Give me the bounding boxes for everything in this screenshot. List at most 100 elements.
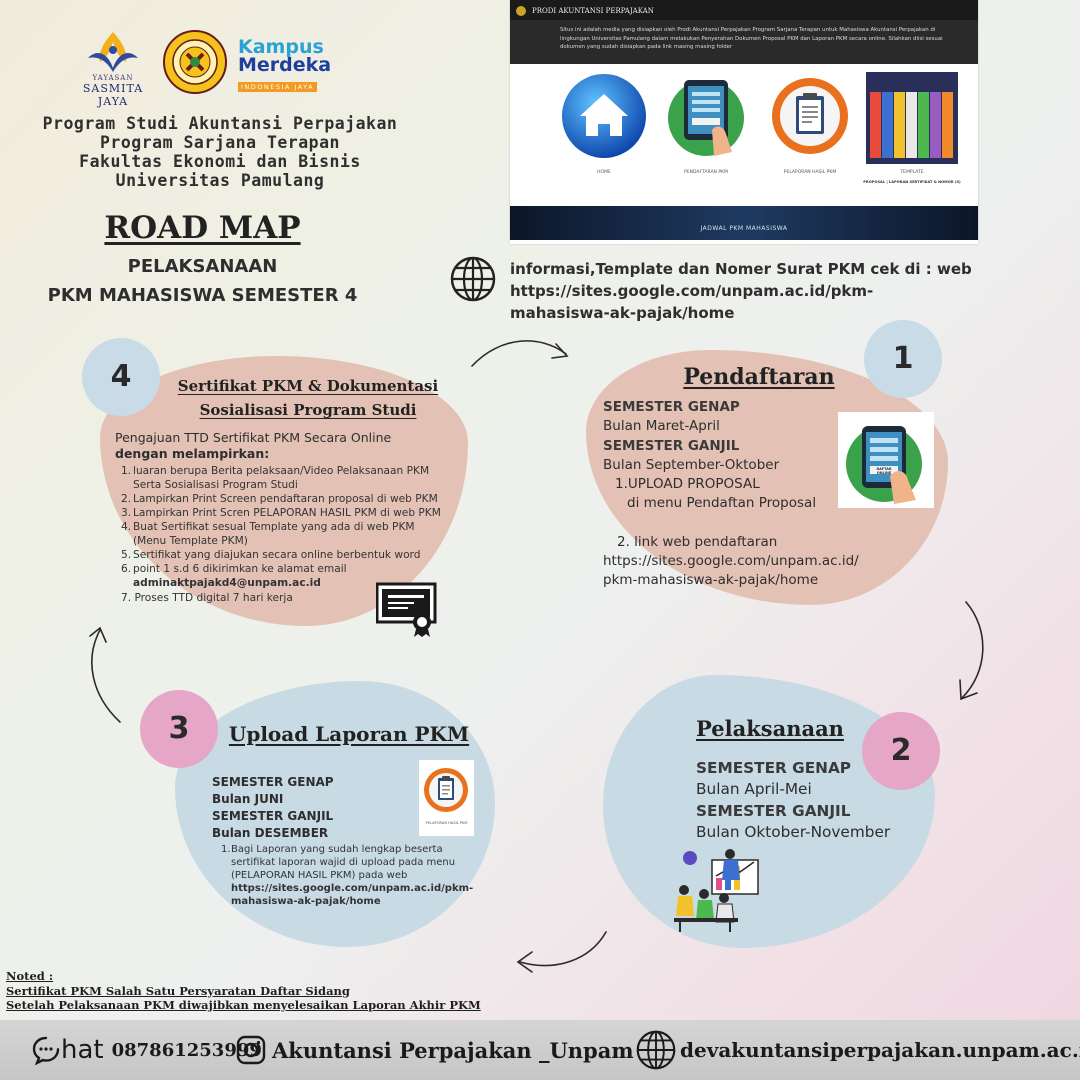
kampus-line2: Merdeka (238, 54, 332, 76)
list-line: sertifikat laporan wajid di upload pada … (231, 857, 456, 868)
tablet-register-icon (668, 80, 744, 156)
website-banner: JADWAL PKM MAHASISWA (510, 206, 978, 240)
step1-link-line[interactable]: https://sites.google.com/unpam.ac.id/ (603, 553, 859, 570)
semester-genap-value: Bulan Maret-April (603, 418, 720, 435)
step1-item1-line2: di menu Pendaftan Proposal (627, 495, 817, 512)
step4-intro: Pengajuan TTD Sertifikat PKM Secara Onli… (115, 430, 445, 462)
footer-website-url: devakuntansiperpajakan.unpam.ac.id (680, 1038, 1080, 1062)
yayasan-line1: YAYASAN (92, 74, 134, 82)
step3-number: 3 (140, 690, 218, 768)
binders-template-icon (866, 72, 958, 164)
list-line: luaran berupa Berita pelaksaan/Video Pel… (133, 465, 430, 477)
people-working-icon (674, 849, 759, 932)
arrow-4-to-1 (471, 340, 567, 367)
list-line: Lampirkan Print Scren PELAPORAN HASIL PK… (133, 507, 441, 519)
list-line: Sertifikat yang diajukan secara online b… (133, 549, 421, 561)
list-item: 5. Sertifikat yang diajukan secara onlin… (121, 548, 451, 562)
step4-list: 1. luaran berupa Berita pelaksaan/Video … (121, 464, 451, 605)
website-description: Situs ini adalah media yang disiapkan ol… (560, 27, 943, 50)
list-item: 2. Lampirkan Print Screen pendaftaran pr… (121, 492, 451, 506)
step4-intro-line: Pengajuan TTD Sertifikat PKM Secara Onli… (115, 430, 392, 445)
website-icon-row: HOME PENDAFTARAN PKM (510, 72, 978, 202)
step3-link-line[interactable]: https://sites.google.com/unpam.ac.id/pkm… (231, 883, 474, 894)
footer-chat-word: hat (61, 1035, 104, 1065)
info-link-line[interactable]: mahasiswa-ak-pajak/home (510, 304, 735, 322)
semester-genap-value: Bulan April-Mei (696, 780, 812, 799)
website-screenshot: PRODI AKUNTANSI PERPAJAKAN Situs ini ada… (510, 0, 978, 244)
footer-website[interactable]: devakuntansiperpajakan.unpam.ac.id (636, 1020, 1080, 1080)
yayasan-emblem-icon (88, 32, 138, 72)
website-registration-tile[interactable]: PENDAFTARAN PKM (666, 72, 746, 175)
website-home-tile[interactable]: HOME (560, 72, 648, 175)
yayasan-logo: YAYASAN SASMITA JAYA (70, 28, 156, 108)
list-text: Buat Sertifikat sesual Template yang ada… (133, 520, 415, 548)
list-number: 1. (121, 465, 132, 477)
arrow-1-to-2 (961, 601, 984, 699)
unpam-seal-icon (163, 30, 227, 94)
step2-content: SEMESTER GENAP Bulan April-Mei SEMESTER … (696, 758, 926, 844)
clipboard-report-icon (424, 768, 468, 812)
list-item: 4. Buat Sertifikat sesual Template yang … (121, 520, 451, 548)
footer-instagram[interactable]: Akuntansi Perpajakan _Unpam (236, 1020, 634, 1080)
list-line: 7. Proses TTD digital 7 hari kerja (121, 592, 293, 604)
list-line: Bagi Laporan yang sudah lengkap beserta (231, 844, 443, 855)
website-header: PRODI AKUNTANSI PERPAJAKAN Situs ini ada… (510, 0, 978, 64)
globe-icon (636, 1030, 676, 1070)
subtitle-line1: PELAKSANAAN (127, 256, 278, 277)
website-template-tile[interactable]: TEMPLATE PROPOSAL | LAPORAN SERTIFIKAT &… (863, 72, 961, 184)
list-item: 1. Bagi Laporan yang sudah lengkap beser… (221, 843, 481, 908)
note-section: Noted : Sertifikat PKM Salah Satu Persya… (6, 969, 606, 1013)
step4-title-line: Sosialisasi Program Studi (199, 401, 417, 419)
step4-intro-line: dengan melampirkan: (115, 446, 270, 461)
step2-number: 2 (862, 712, 940, 790)
step4-title-line: Sertifikat PKM & Dokumentasi (177, 377, 439, 395)
list-number: 6. (121, 563, 132, 575)
list-line: (Menu Template PKM) (133, 535, 248, 547)
step1-number: 1 (864, 320, 942, 398)
footer-phone-number: 087861253999 (111, 1039, 262, 1061)
kampus-merdeka-logo: Kampus Merdeka INDONESIA JAYA (238, 38, 338, 92)
list-line: Lampirkan Print Screen pendaftaran propo… (133, 493, 438, 505)
website-home-caption: HOME (597, 170, 611, 175)
list-text: luaran berupa Berita pelaksaan/Video Pel… (133, 464, 429, 492)
website-site-name-text: PRODI AKUNTANSI PERPAJAKAN (532, 7, 654, 15)
semester-ganjil-label: SEMESTER GANJIL (212, 809, 334, 823)
semester-ganjil-value: Bulan DESEMBER (212, 826, 329, 840)
info-link-line[interactable]: https://sites.google.com/unpam.ac.id/pkm… (510, 282, 874, 300)
step3-title: Upload Laporan PKM (228, 722, 470, 746)
arrow-4-to-1-head (551, 343, 569, 359)
list-number: 3. (121, 507, 132, 519)
website-logo-icon (516, 6, 526, 16)
list-number: 4. (121, 521, 132, 533)
arrow-1-to-2-head (959, 679, 978, 701)
list-line: Serta Sosialisasi Program Studi (133, 479, 298, 491)
footer-instagram-handle: Akuntansi Perpajakan _Unpam (272, 1037, 634, 1063)
list-line: Buat Sertifikat sesual Template yang ada… (133, 521, 415, 533)
step1-title: Pendaftaran (683, 364, 835, 390)
website-report-tile[interactable]: PELAPORAN HASIL PKM (770, 72, 850, 175)
list-item: 3. Lampirkan Print Scren PELAPORAN HASIL… (121, 506, 451, 520)
report-illustration: PELAPORAN HASIL PKM (419, 760, 474, 836)
home-icon (562, 74, 646, 158)
step2-title: Pelaksanaan (696, 716, 844, 741)
email-link[interactable]: adminaktpajakd4@unpam.ac.id (133, 577, 321, 589)
list-number: 5. (121, 549, 132, 561)
step1-link-line[interactable]: pkm-mahasiswa-ak-pajak/home (603, 572, 819, 589)
step1-content: SEMESTER GENAP Bulan Maret-April SEMESTE… (603, 398, 859, 591)
step3-list: 1. Bagi Laporan yang sudah lengkap beser… (221, 843, 481, 908)
unpam-logo (163, 30, 227, 94)
step3-link-line[interactable]: mahasiswa-ak-pajak/home (231, 896, 381, 907)
program-heading: Program Studi Akuntansi Perpajakan Progr… (0, 114, 440, 190)
semester-ganjil-value: Bulan Oktober-November (696, 823, 891, 842)
semester-ganjil-label: SEMESTER GANJIL (696, 801, 851, 820)
note-line: Sertifikat PKM Salah Satu Persyaratan Da… (6, 983, 350, 998)
footer-phone[interactable]: hat 087861253999 (32, 1020, 262, 1080)
clipboard-report-icon (772, 78, 848, 154)
program-line: Program Studi Akuntansi Perpajakan (42, 114, 398, 133)
list-item: 7. Proses TTD digital 7 hari kerja (121, 591, 451, 605)
semester-genap-label: SEMESTER GENAP (603, 399, 740, 415)
website-top-bar (510, 0, 978, 20)
step1-item1-line1: 1.UPLOAD PROPOSAL (615, 476, 760, 493)
roadmap-title: ROAD MAP (104, 210, 301, 246)
website-report-caption: PELAPORAN HASIL PKM (783, 170, 837, 175)
